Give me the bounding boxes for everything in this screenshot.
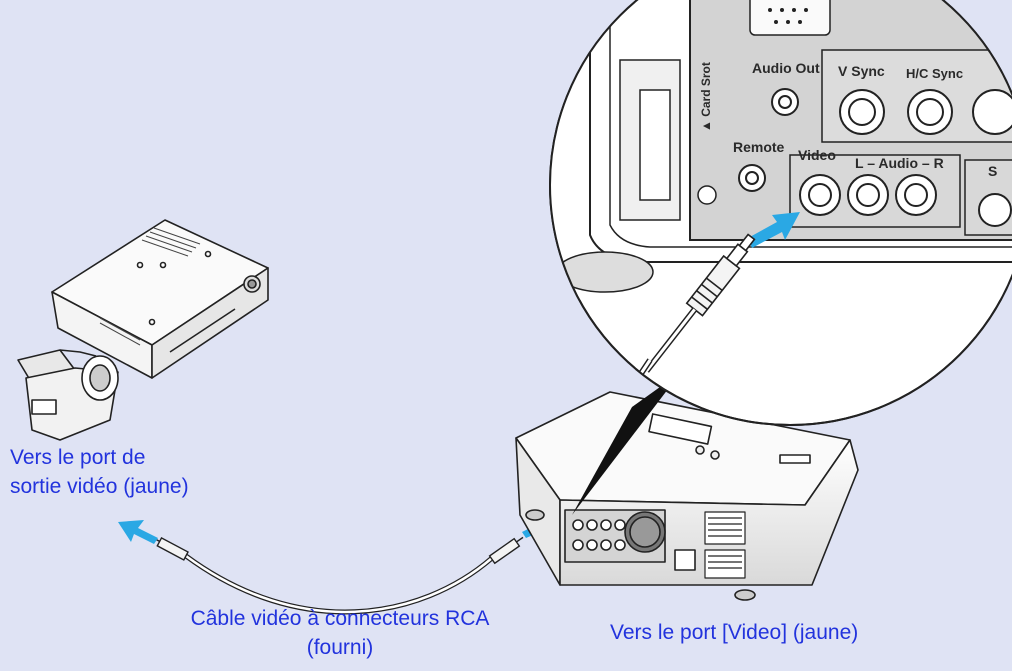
source-port-label: Vers le port de sortie vidéo (jaune)	[10, 443, 189, 501]
label-video: Video	[798, 147, 836, 163]
zoom-pointer	[572, 372, 681, 515]
camcorder-device	[17, 349, 119, 441]
vcr-device	[51, 219, 269, 379]
label-card-slot: ▲ Card Srot	[699, 62, 713, 132]
source-port-label-line1: Vers le port de	[10, 446, 146, 469]
direction-arrow	[118, 510, 555, 544]
source-port-label-line2: sortie vidéo (jaune)	[10, 475, 189, 498]
video-port-label: Vers le port [Video] (jaune)	[610, 618, 858, 647]
label-hc-sync: H/C Sync	[906, 66, 963, 81]
rca-cable	[154, 536, 524, 615]
cable-label-line1: Câble vidéo à connecteurs RCA	[190, 607, 490, 630]
label-audio-out: Audio Out	[752, 60, 820, 76]
zoom-panel-circle: Audio Out V Sync H/C Sync ▲ Card Srot Re…	[549, 0, 1012, 426]
cable-label: Câble vidéo à connecteurs RCA (fourni)	[150, 604, 530, 662]
label-v-sync: V Sync	[838, 63, 885, 79]
label-remote: Remote	[733, 139, 785, 155]
label-s-video: S	[988, 163, 997, 179]
cable-label-line2: (fourni)	[306, 636, 374, 659]
label-audio-lr: L – Audio – R	[855, 155, 944, 171]
video-port-label-text: Vers le port [Video] (jaune)	[610, 621, 859, 644]
